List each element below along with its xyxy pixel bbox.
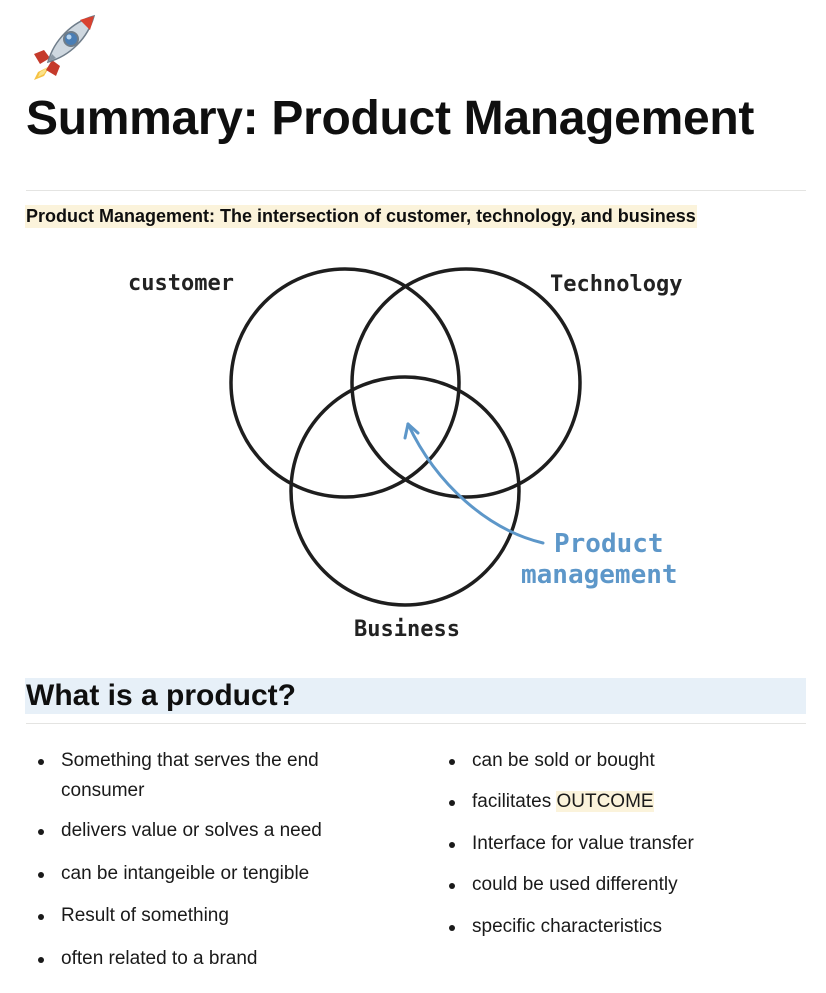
label-technology: Technology bbox=[550, 272, 682, 297]
customer-circle bbox=[229, 267, 461, 499]
list-item: can be sold or bought bbox=[437, 746, 797, 776]
section-divider bbox=[26, 723, 806, 724]
bullet-list-right: can be sold or bought facilitates OUTCOM… bbox=[437, 746, 797, 953]
title-divider bbox=[26, 190, 806, 191]
callout-highlight: Product Management: The intersection of … bbox=[25, 205, 697, 228]
list-item: could be used differently bbox=[437, 870, 797, 900]
list-item: facilitates OUTCOME bbox=[437, 787, 797, 817]
list-item: Something that serves the end consumer bbox=[26, 746, 386, 806]
list-item: Interface for value transfer bbox=[437, 829, 797, 859]
page-title: Summary: Product Management bbox=[26, 92, 755, 145]
list-item: delivers value or solves a need bbox=[26, 816, 386, 846]
rocket-icon bbox=[28, 10, 100, 82]
technology-circle bbox=[350, 267, 582, 499]
section-heading-what-is-a-product: What is a product? bbox=[25, 678, 806, 714]
outcome-highlight: OUTCOME bbox=[556, 791, 654, 812]
list-item: specific characteristics bbox=[437, 912, 797, 942]
label-management: management bbox=[521, 560, 678, 590]
venn-diagram: customer Technology Business Product man… bbox=[128, 267, 682, 642]
section-heading-text: What is a product? bbox=[26, 679, 296, 712]
label-customer: customer bbox=[128, 271, 234, 296]
list-item: Result of something bbox=[26, 901, 386, 931]
bullet-list-left: Something that serves the end consumer d… bbox=[26, 746, 386, 985]
product-arrow bbox=[403, 422, 545, 545]
list-item: can be intangeible or tengible bbox=[26, 859, 386, 889]
list-item-prefix: facilitates bbox=[472, 791, 557, 812]
label-product: Product bbox=[554, 529, 664, 559]
business-circle bbox=[289, 375, 521, 607]
label-business: Business bbox=[354, 617, 460, 642]
list-item: often related to a brand bbox=[26, 944, 386, 974]
